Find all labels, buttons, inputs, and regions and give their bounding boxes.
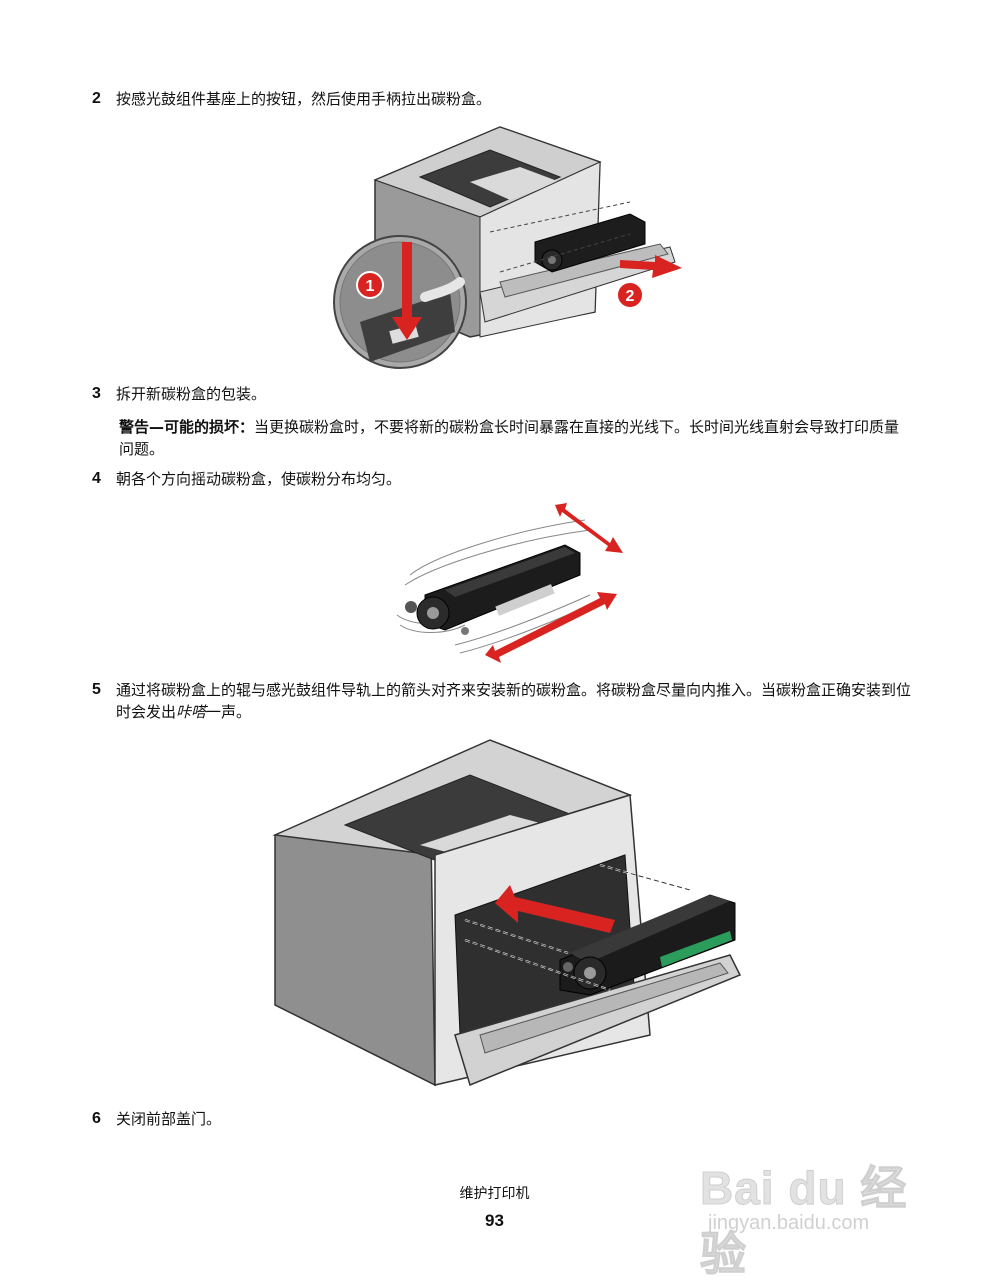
page-number: 93 — [485, 1211, 504, 1230]
figure-shake-cartridge — [396, 503, 623, 663]
step-text: 按感光鼓组件基座上的按钮，然后使用手柄拉出碳粉盒。 — [116, 90, 492, 108]
callout-1: 1 — [366, 278, 375, 295]
step-number: 2 — [92, 90, 101, 107]
step-text-emphasis: 咔嗒 — [176, 703, 207, 721]
watermark-brand: Bai du 经验 — [700, 1162, 908, 1281]
warning-note: 警告—可能的损坏：当更换碳粉盒时，不要将新的碳粉盒长时间暴露在直接的光线下。长时… — [119, 416, 909, 460]
figure-insert-cartridge — [272, 739, 742, 1087]
step-number: 5 — [92, 681, 101, 698]
warning-label: 警告—可能的损坏： — [119, 418, 255, 436]
step-number: 6 — [92, 1110, 101, 1127]
step-text-a: 通过将碳粉盒上的辊与感光鼓组件导轨上的箭头对齐来安装新的碳粉盒。将碳粉盒尽量向内… — [116, 681, 912, 721]
warning-text: 当更换碳粉盒时，不要将新的碳粉盒长时间暴露在直接的光线下。长时间光线直射会导致打… — [119, 418, 900, 458]
step-text: 通过将碳粉盒上的辊与感光鼓组件导轨上的箭头对齐来安装新的碳粉盒。将碳粉盒尽量向内… — [116, 679, 916, 723]
step-number: 4 — [92, 470, 101, 487]
baidu-jingyan-watermark: Bai du 经验 jingyan.baidu.com — [700, 1130, 940, 1281]
figure-remove-cartridge: 1 2 — [333, 126, 682, 369]
step-text-b: 一声。 — [206, 703, 252, 721]
watermark-url: jingyan.baidu.com — [708, 1212, 870, 1234]
callout-2: 2 — [626, 288, 635, 305]
step-number: 3 — [92, 385, 101, 402]
step-text: 关闭前部盖门。 — [116, 1110, 222, 1128]
step-text: 朝各个方向摇动碳粉盒，使碳粉分布均匀。 — [116, 470, 402, 488]
footer-section-title: 维护打印机 — [459, 1186, 530, 1202]
step-text: 拆开新碳粉盒的包装。 — [116, 385, 267, 403]
